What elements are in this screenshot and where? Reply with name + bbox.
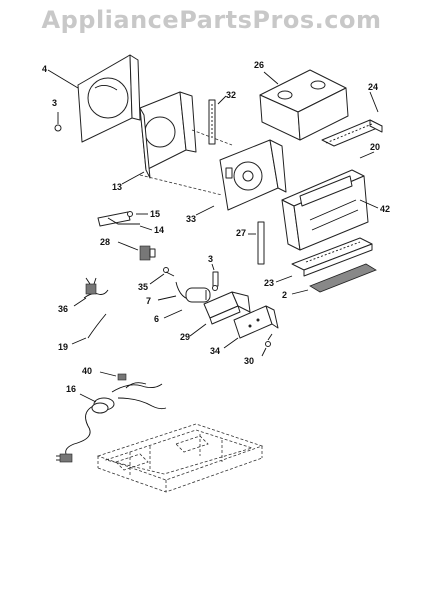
callout-35: 35	[138, 282, 148, 292]
callout-4: 4	[42, 64, 47, 74]
wire-harness-icon	[56, 382, 167, 463]
part-13-panel	[139, 91, 197, 179]
callout-3a: 3	[52, 98, 57, 108]
wire-harness-icon	[87, 313, 107, 339]
part-20-panel	[281, 169, 369, 251]
part-32-gasket	[208, 99, 216, 145]
part-34-bracket	[233, 305, 279, 339]
callout-6: 6	[154, 314, 159, 324]
screw-icon	[54, 112, 62, 132]
callout-3b: 3	[208, 254, 213, 264]
callout-32: 32	[226, 90, 236, 100]
screw-icon	[163, 267, 175, 277]
watermark: AppliancePartsPros.com	[41, 6, 382, 34]
callout-40: 40	[82, 366, 92, 376]
base-pan	[96, 423, 264, 493]
callout-36: 36	[58, 304, 68, 314]
callout-33: 33	[186, 214, 196, 224]
part-27-gasket	[257, 221, 265, 265]
part-2-filter	[309, 263, 377, 293]
part-14-bracket	[97, 211, 140, 227]
part-36-connector	[83, 277, 109, 299]
callout-34: 34	[210, 346, 220, 356]
callout-19: 19	[58, 342, 68, 352]
callout-23: 23	[264, 278, 274, 288]
callout-27: 27	[236, 228, 246, 238]
part-4-shroud	[77, 54, 141, 143]
callout-2: 2	[282, 290, 287, 300]
callout-28: 28	[100, 237, 110, 247]
callout-26: 26	[254, 60, 264, 70]
callout-13: 13	[112, 182, 122, 192]
callout-7: 7	[146, 296, 151, 306]
part-23-filter-holder	[291, 237, 373, 277]
callout-20: 20	[370, 142, 380, 152]
capacitor-icon	[185, 287, 211, 303]
callout-29: 29	[180, 332, 190, 342]
part-29-bracket	[203, 291, 251, 325]
part-24-seal	[321, 119, 383, 147]
screw-icon	[265, 333, 273, 347]
callout-16: 16	[66, 384, 76, 394]
callout-30: 30	[244, 356, 254, 366]
part-33-housing	[219, 139, 287, 211]
callout-42: 42	[380, 204, 390, 214]
callout-15: 15	[150, 209, 160, 219]
part-28-switch	[139, 245, 156, 261]
screw-icon	[212, 271, 219, 291]
callout-14: 14	[154, 225, 164, 235]
part-40-connector	[117, 373, 127, 381]
part-26-cover	[259, 69, 349, 141]
callout-24: 24	[368, 82, 378, 92]
